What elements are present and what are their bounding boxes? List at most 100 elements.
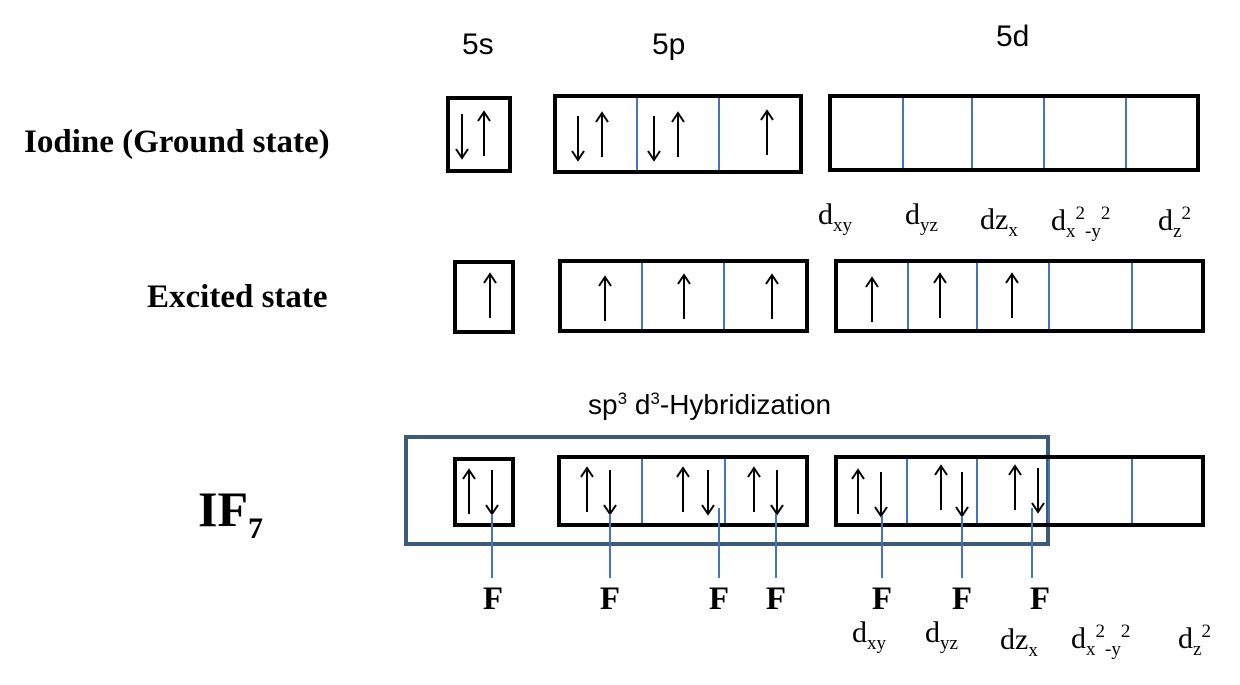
d-sub: x — [1066, 221, 1076, 242]
fluorine-label-1: F — [482, 581, 504, 617]
shell-5d-label: 5d — [996, 20, 1030, 53]
hybrid-5p1-spin-up — [580, 467, 594, 513]
fluorine-label-2: F — [599, 581, 621, 617]
d-sub2: -y — [1105, 639, 1121, 660]
hybrid-5s-spin-down — [485, 469, 499, 515]
d-base: d — [818, 198, 833, 231]
ground-5p1-spin-down — [571, 115, 585, 161]
excited-5d3-spin-up — [1005, 273, 1019, 319]
hybrid-5p1-spin-down — [603, 469, 617, 515]
d-sub: xy — [867, 633, 886, 654]
d-base: dz — [1000, 623, 1029, 656]
d-base: d — [1071, 622, 1086, 655]
d-sup: 2 — [1181, 203, 1191, 224]
ground-5p1-spin-up — [595, 112, 609, 158]
d-sup2: 2 — [1100, 203, 1111, 224]
d-label-x2y2-bottom: dx2-y2 — [1071, 622, 1130, 659]
d-base: d — [925, 616, 940, 649]
ground-5s-spin-down — [455, 113, 469, 159]
d-base: d — [852, 616, 867, 649]
excited-5p-box — [558, 259, 809, 333]
fluorine-label-3: F — [708, 581, 730, 617]
hybrid-5p2-spin-down — [701, 469, 715, 515]
hybrid-5p3-spin-up — [747, 467, 761, 513]
d-label-zx-top: dzx — [980, 203, 1018, 241]
hybrid-5d3-spin-down — [1031, 467, 1045, 513]
ground-5s-spin-up — [477, 111, 491, 157]
d-sup: 2 — [1075, 203, 1086, 224]
ground-5p2-spin-down — [647, 115, 661, 161]
hybrid-5s-spin-up — [462, 469, 476, 515]
hybrid-5s-box — [453, 457, 515, 527]
d-label-zx-bottom: dzx — [1000, 623, 1038, 661]
d-sub: xy — [833, 215, 852, 236]
d-base: d — [1051, 204, 1066, 237]
hybrid-5d1-spin-down — [874, 471, 888, 517]
hybrid-5d1-spin-up — [851, 469, 865, 515]
d-label-yz-bottom: dyz — [925, 616, 958, 654]
d-sub: yz — [940, 633, 958, 654]
hybrid-5p3-spin-down — [770, 469, 784, 515]
d-base: d — [905, 198, 920, 231]
d-sub: x — [1008, 220, 1018, 241]
excited-5p2-spin-up — [677, 274, 691, 320]
excited-5d-box — [834, 259, 1205, 333]
shell-5p-label: 5p — [652, 28, 686, 61]
d-sub: z — [1193, 639, 1202, 660]
ground-5d-box — [828, 94, 1200, 172]
excited-5p1-spin-up — [598, 276, 612, 322]
excited-5s-spin-up — [483, 273, 497, 319]
ground-5s-box — [446, 96, 512, 173]
d-sub: z — [1173, 221, 1182, 242]
fluorine-label-6: F — [951, 581, 973, 617]
ground-state-row — [446, 94, 1200, 174]
d-label-z2-bottom: dz2 — [1178, 622, 1211, 659]
hyb-sp: sp — [588, 389, 618, 420]
if7-subscript: 7 — [248, 512, 263, 545]
excited-5s-box — [453, 260, 515, 334]
hybrid-5p2-spin-up — [676, 467, 690, 513]
hyb-suffix: -Hybridization — [659, 389, 832, 420]
excited-state-row — [453, 259, 1205, 334]
d-base: dz — [980, 203, 1009, 236]
d-sub: yz — [920, 215, 938, 236]
d-sup2: 2 — [1120, 621, 1131, 642]
ground-state-label: Iodine (Ground state) — [24, 124, 330, 160]
d-sub: x — [1028, 640, 1038, 661]
ground-5p3-spin-up — [760, 110, 774, 156]
fluorine-label-7: F — [1029, 581, 1051, 617]
d-base: d — [1158, 204, 1173, 237]
d-sup: 2 — [1201, 621, 1211, 642]
ground-5p2-spin-up — [671, 112, 685, 158]
d-label-x2y2-top: dx2-y2 — [1051, 204, 1110, 241]
hybrid-5d2-spin-down — [955, 471, 969, 517]
d-label-z2-top: dz2 — [1158, 204, 1191, 241]
hybrid-5d2-spin-up — [934, 465, 948, 511]
excited-state-label: Excited state — [147, 279, 328, 315]
d-label-yz-top: dyz — [905, 198, 938, 236]
hybridized-row — [404, 435, 1205, 578]
hybridization-frame — [404, 435, 1050, 546]
d-sub2: -y — [1085, 221, 1101, 242]
fluorine-label-4: F — [765, 581, 787, 617]
shell-5s-label: 5s — [462, 28, 494, 61]
if7-main: IF — [198, 481, 248, 537]
d-sub: x — [1086, 639, 1096, 660]
hyb-d: d — [627, 389, 651, 420]
if7-label: IF7 — [198, 484, 263, 544]
d-label-xy-top: dxy — [818, 198, 852, 236]
d-base: d — [1178, 622, 1193, 655]
hybrid-5d3-spin-up — [1008, 465, 1022, 511]
ground-5p-box — [553, 94, 803, 174]
fluorine-label-5: F — [871, 581, 893, 617]
excited-5d1-spin-up — [865, 277, 879, 323]
hyb-sup1: 3 — [617, 389, 628, 408]
hybrid-5d-box — [834, 455, 1205, 527]
excited-5d2-spin-up — [933, 273, 947, 319]
hybridization-label: sp3 d3-Hybridization — [588, 390, 831, 419]
excited-5p3-spin-up — [765, 274, 779, 320]
d-label-xy-bottom: dxy — [852, 616, 886, 654]
d-sup: 2 — [1095, 621, 1106, 642]
